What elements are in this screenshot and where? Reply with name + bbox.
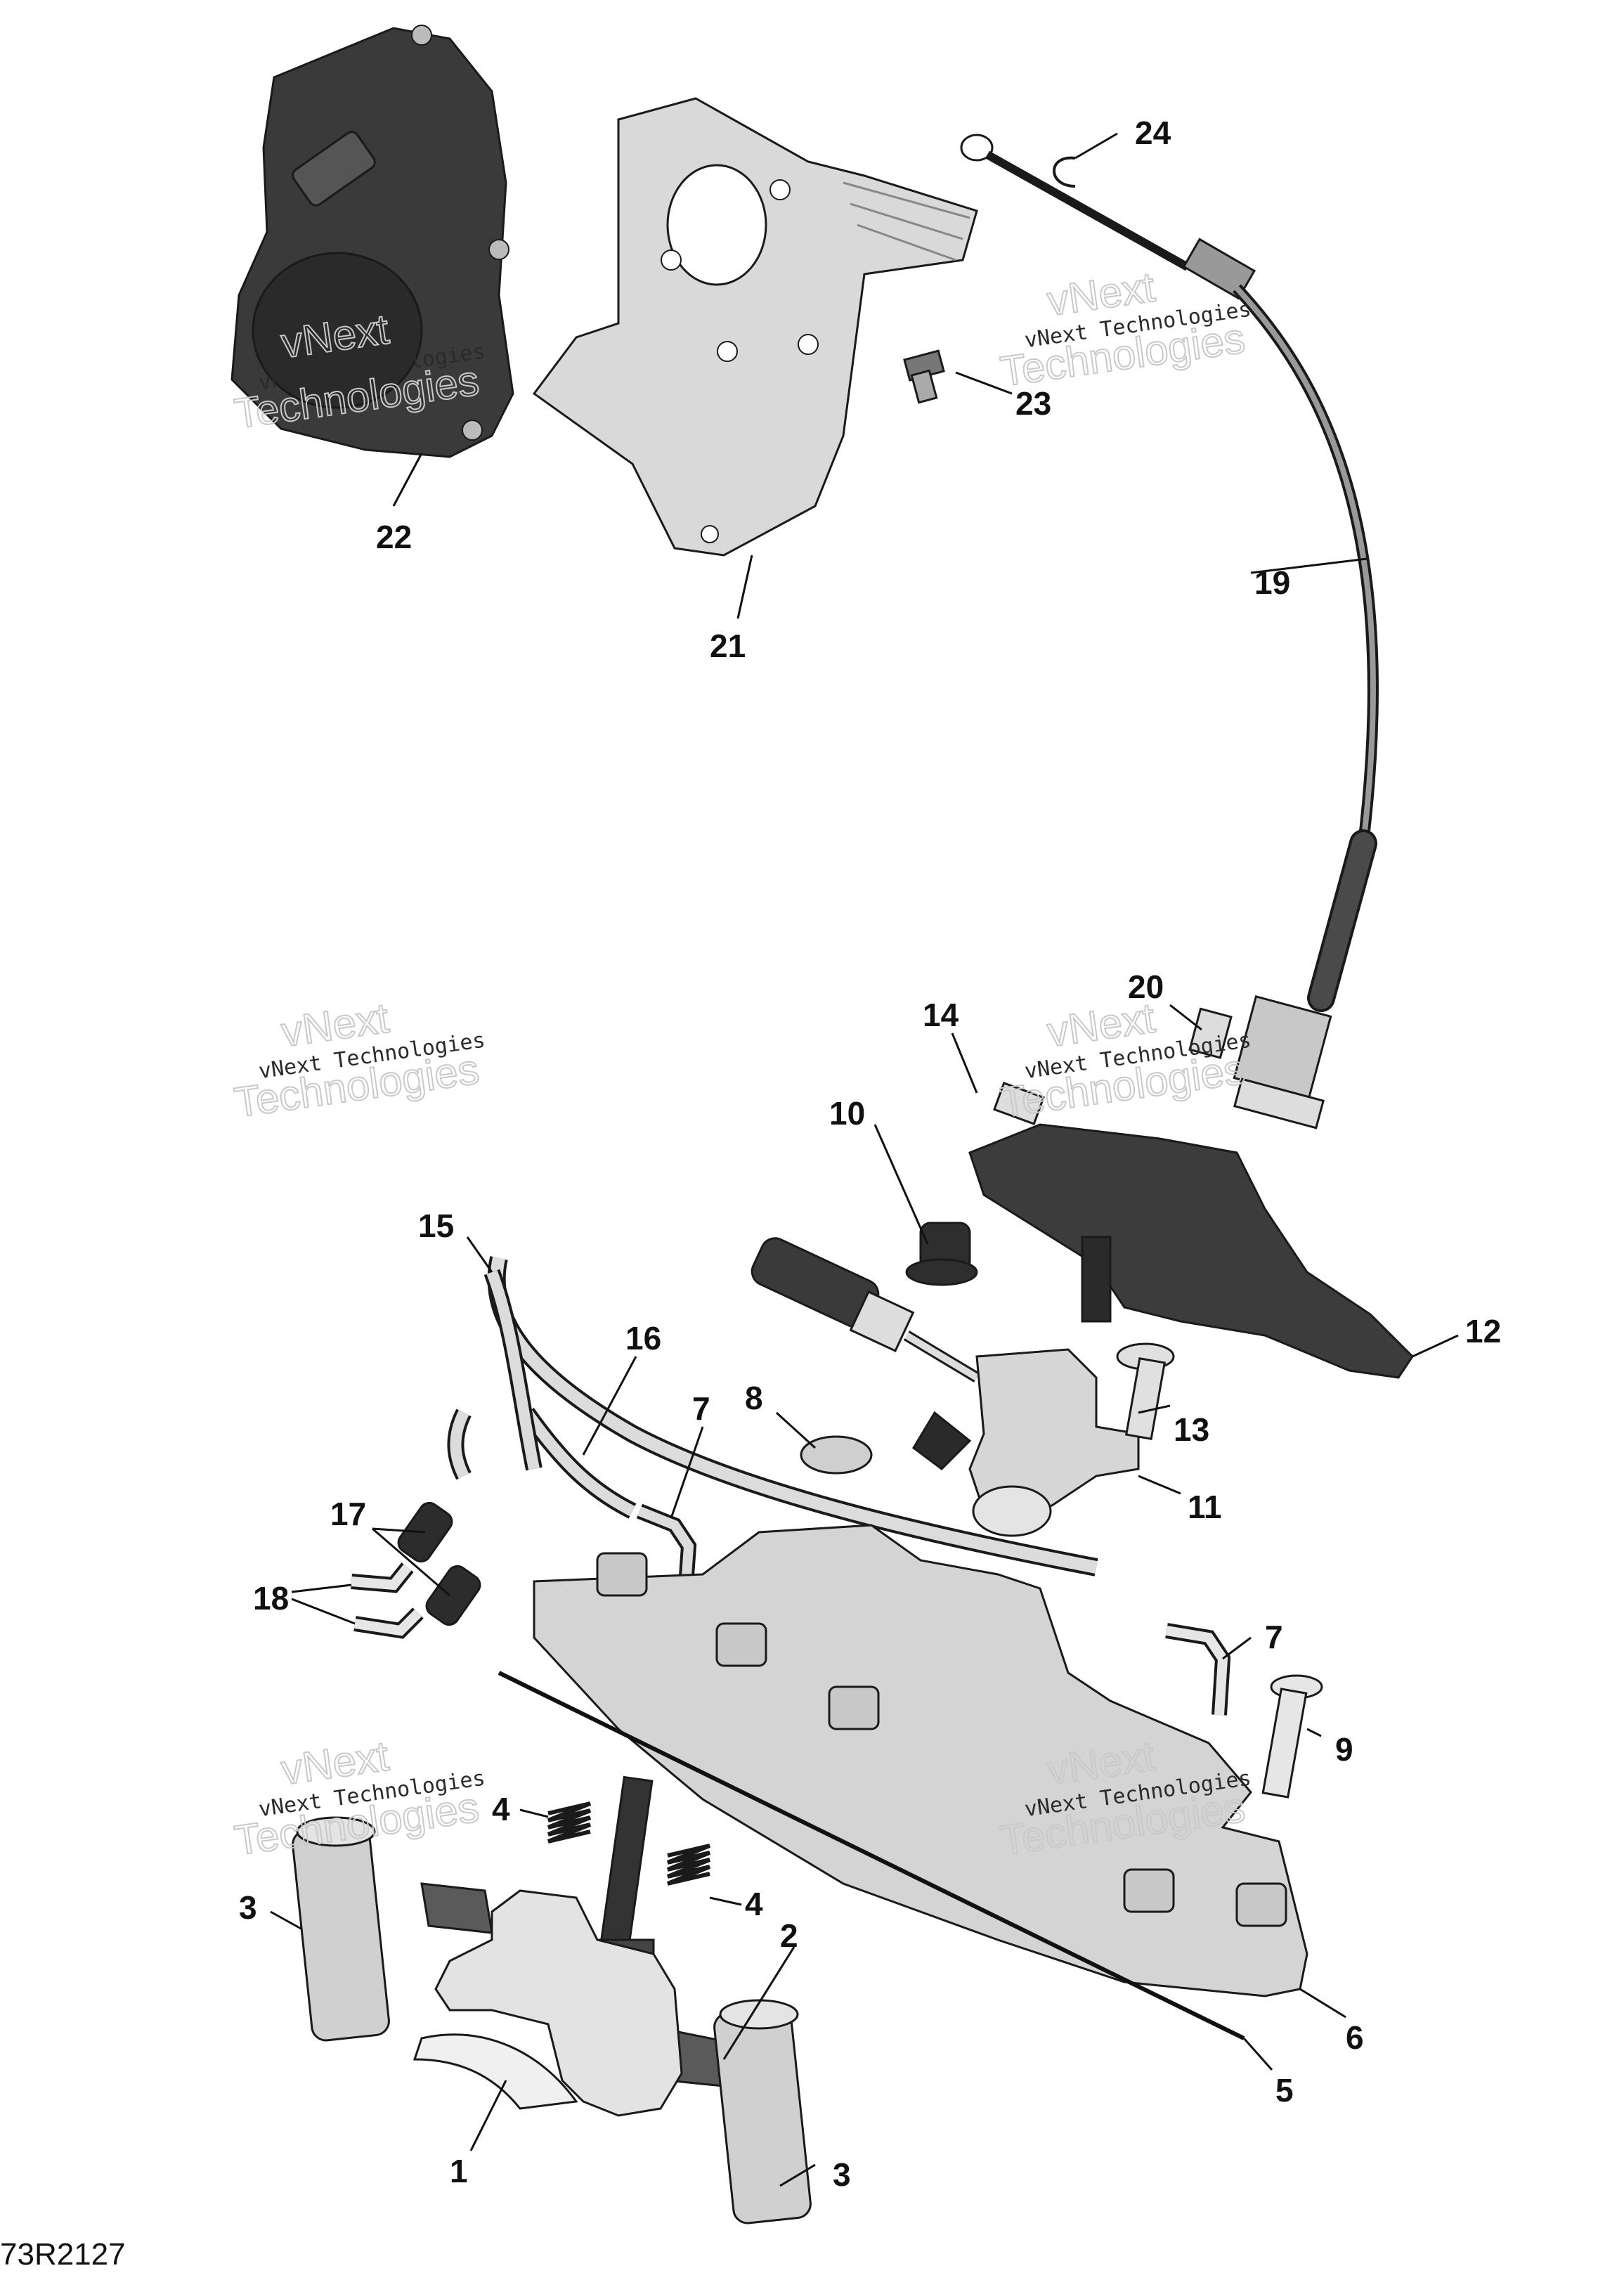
part-5-gasket: [498, 1671, 1245, 2040]
part-3-rollers: [292, 1816, 812, 2225]
part-21-bracket: [532, 97, 978, 557]
callout-3-left: 3: [239, 1889, 257, 1926]
part-24-clip: [1053, 156, 1076, 188]
callout-7-upper: 7: [692, 1390, 710, 1427]
part-13-bolt: [1116, 1342, 1175, 1441]
callout-numbers: 24 23 22 21 19 20 14 10 12 15 16 7 8 13 …: [239, 115, 1501, 2193]
callout-24: 24: [1135, 115, 1171, 151]
watermark-4: vNext vNext Technologies Technologies: [996, 993, 1252, 1127]
part-9-bolt: [1261, 1674, 1323, 1799]
callout-2: 2: [780, 1917, 798, 1954]
part-12-housing: [968, 1123, 1414, 1379]
callout-19: 19: [1254, 564, 1290, 601]
callout-22: 22: [376, 519, 412, 555]
callout-5: 5: [1275, 2072, 1294, 2109]
callout-20: 20: [1128, 969, 1164, 1005]
watermarks: vNext vNext Technologies Technologies vN…: [230, 262, 1252, 1865]
callout-13: 13: [1174, 1411, 1209, 1448]
callout-4-left: 4: [492, 1791, 510, 1827]
figure-code: 73R2127: [0, 2237, 126, 2272]
part-19-cable: [960, 134, 1379, 1129]
watermark-5: vNext vNext Technologies Technologies: [230, 1731, 486, 1865]
part-18-elbows: [351, 1562, 424, 1639]
callout-6: 6: [1346, 2019, 1364, 2056]
part-1-2-fork: [413, 1882, 746, 2117]
callout-14: 14: [923, 997, 959, 1033]
part-20-bolt: [1188, 1007, 1233, 1059]
callout-18: 18: [253, 1580, 289, 1617]
watermark-3: vNext vNext Technologies Technologies: [230, 993, 486, 1127]
part-23-bolt: [903, 349, 945, 404]
callout-21: 21: [710, 628, 746, 664]
part-10-grommet: [905, 1222, 978, 1286]
callout-16: 16: [625, 1320, 661, 1356]
part-14-clip: [993, 1082, 1045, 1125]
callout-8: 8: [745, 1380, 763, 1416]
leader-lines: [270, 132, 1459, 2187]
callout-17: 17: [330, 1496, 366, 1532]
callout-11: 11: [1188, 1489, 1222, 1525]
callout-4-right: 4: [745, 1886, 763, 1922]
part-4-springs: [547, 1801, 711, 1886]
callout-1: 1: [450, 2153, 468, 2189]
part-15-16-hoses: [447, 1256, 1098, 1576]
callout-15: 15: [418, 1207, 454, 1244]
callout-7-lower: 7: [1265, 1619, 1283, 1655]
callout-9: 9: [1335, 1731, 1353, 1768]
part-17-filters: [397, 1501, 481, 1626]
callout-10: 10: [829, 1095, 865, 1132]
part-22-actuator: [230, 25, 514, 458]
callout-3-right: 3: [833, 2156, 851, 2193]
parts-layer: [230, 25, 1414, 2225]
callout-23: 23: [1015, 385, 1051, 422]
part-6-manifold: [533, 1524, 1308, 1997]
part-11-sensor: [751, 1237, 1140, 1537]
part-8-washer: [800, 1435, 873, 1475]
callout-12: 12: [1465, 1313, 1501, 1349]
